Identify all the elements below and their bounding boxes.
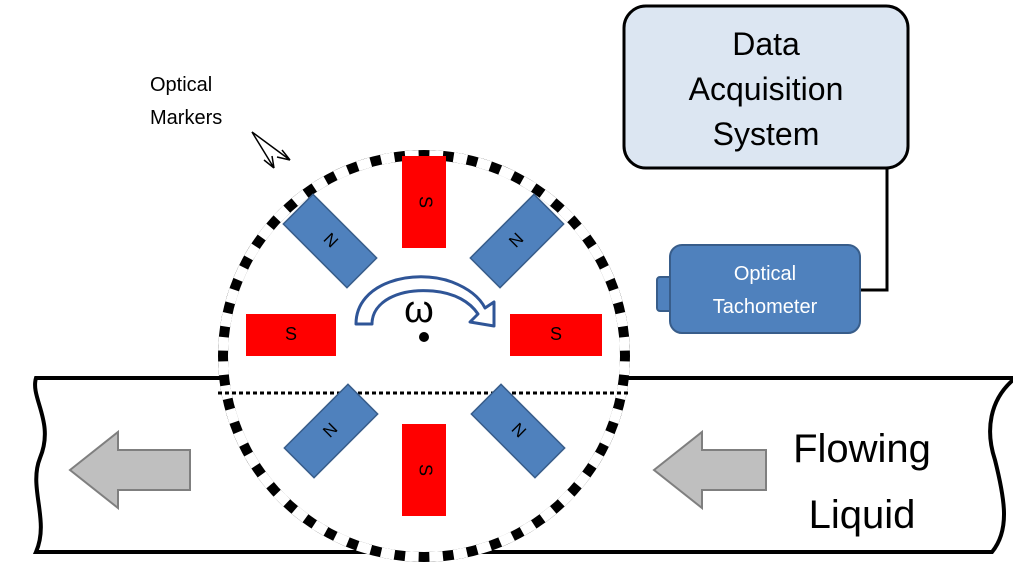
north-magnet-upper-right: N [469, 193, 565, 289]
optical-marker [380, 547, 396, 560]
daq-box [622, 4, 910, 170]
flow-arrow-left [68, 429, 191, 511]
optical-marker [273, 205, 291, 223]
optical-marker [244, 451, 260, 469]
magnet-body [470, 383, 566, 479]
optical-marker [218, 361, 229, 376]
optical-marker [498, 531, 515, 547]
optical-marker [218, 336, 229, 351]
optical-marker [404, 551, 419, 562]
optical-marker [333, 531, 350, 547]
south-magnet-left: S [246, 314, 336, 356]
flow-label-line2: Liquid [809, 493, 916, 537]
tachometer-label-line2: Tachometer [713, 296, 818, 318]
optical-marker [380, 152, 396, 165]
south-magnet-right: S [510, 314, 602, 356]
daq-label-line1: Data [732, 26, 800, 62]
magnet-body [283, 383, 379, 479]
optical-marker [429, 551, 444, 562]
magnet-body [510, 314, 602, 356]
markers-label-line1: Optical [150, 74, 212, 96]
optical-marker [519, 520, 537, 536]
optical-marker [588, 243, 604, 261]
north-magnet-lower-left: N [283, 383, 379, 479]
angular-velocity-symbol: ω [404, 289, 434, 331]
optical-marker [311, 520, 329, 536]
optical-marker [356, 541, 373, 555]
north-magnet-upper-left: N [282, 193, 378, 289]
magnet-label: S [285, 324, 297, 344]
optical-marker [244, 243, 260, 261]
magnet-body [282, 193, 378, 289]
magnet-body [402, 424, 446, 516]
optical-marker [574, 471, 591, 489]
optical-marker [475, 157, 492, 171]
optical-marker [257, 223, 274, 241]
optical-marker [619, 361, 630, 376]
flow-arrow-right [652, 429, 767, 511]
optical-marker [225, 288, 239, 305]
daq-label-line3: System [713, 116, 820, 152]
south-magnet-bottom: S [402, 424, 446, 516]
markers-label-line2: Markers [150, 107, 222, 129]
tachometer-body [669, 244, 861, 334]
data-acquisition-system: Data Acquisition System [622, 4, 910, 170]
optical-marker [519, 176, 537, 192]
optical-marker [539, 189, 557, 206]
rotation-arrow-icon [354, 275, 496, 328]
wheel: S S S S N N N N [218, 150, 630, 562]
optical-marker [557, 205, 575, 223]
optical-marker [273, 489, 291, 507]
optical-tachometer: Optical Tachometer [656, 244, 861, 334]
optical-marker [619, 336, 630, 351]
optical-marker [588, 451, 604, 469]
optical-marker [475, 541, 492, 555]
optical-marker [609, 288, 623, 305]
optical-marker [452, 152, 468, 165]
north-magnet-lower-right: N [470, 383, 566, 479]
optical-marker [557, 489, 575, 507]
markers-callout-arrows [251, 131, 291, 169]
optical-marker [539, 506, 557, 523]
magnet-label: S [415, 464, 435, 476]
optical-marker [220, 312, 233, 328]
optical-marker [452, 547, 468, 560]
south-magnet-top: S [402, 156, 446, 248]
optical-marker [599, 265, 615, 282]
magnet-body [402, 156, 446, 248]
daq-label-line2: Acquisition [689, 71, 844, 107]
optical-marker [599, 430, 615, 447]
optical-marker [615, 384, 628, 400]
optical-marker [356, 157, 373, 171]
magnet-body [469, 193, 565, 289]
optical-marker [257, 471, 274, 489]
optical-marker [233, 265, 249, 282]
optical-marker [615, 312, 628, 328]
tachometer-label-line1: Optical [734, 263, 796, 285]
optical-marker [609, 407, 623, 424]
optical-marker [291, 189, 309, 206]
magnet-label: S [550, 324, 562, 344]
optical-marker [225, 407, 239, 424]
signal-cable [860, 168, 889, 292]
optical-marker [311, 176, 329, 192]
magnet-body [246, 314, 336, 356]
optical-marker [291, 506, 309, 523]
optical-marker [333, 165, 350, 181]
optical-marker [574, 223, 591, 241]
magnet-label: S [415, 196, 435, 208]
flow-label-line1: Flowing [793, 427, 931, 471]
axle-dot [419, 332, 429, 342]
optical-marker [498, 165, 515, 181]
optical-marker [233, 430, 249, 447]
